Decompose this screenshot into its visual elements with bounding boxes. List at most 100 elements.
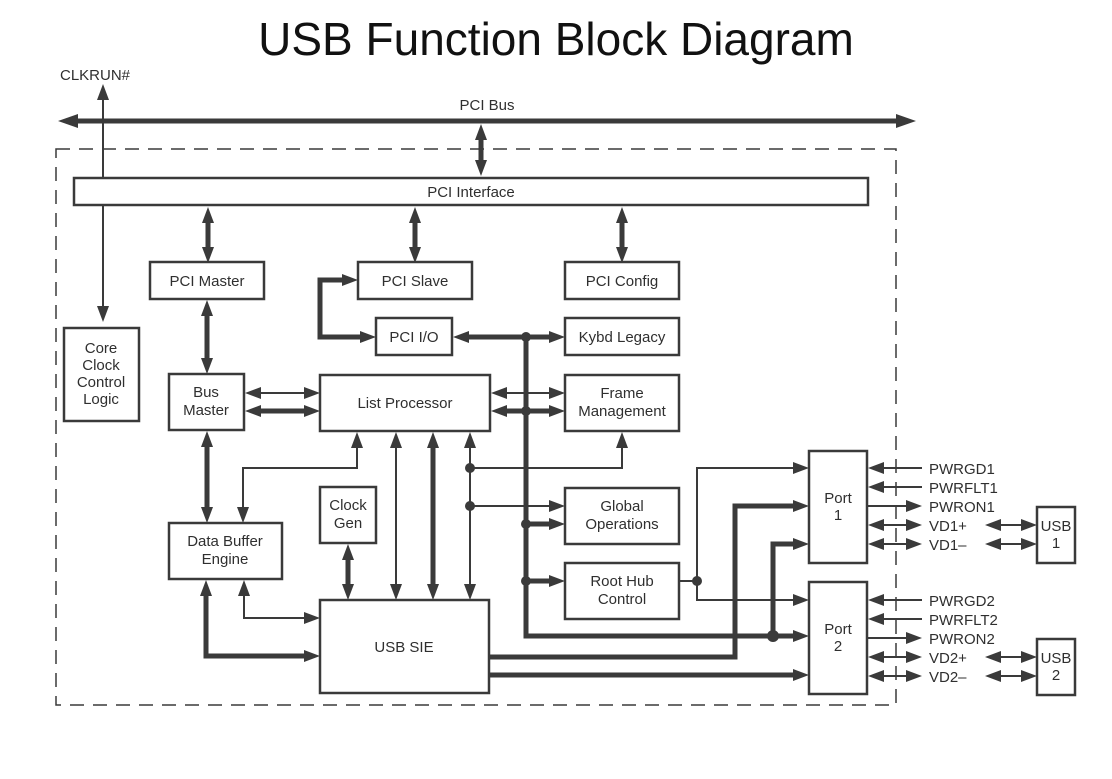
connector-line [489, 503, 795, 660]
block-data-buffer-engine[interactable]: Data Buffer Engine [167, 521, 284, 581]
block-outline [1035, 637, 1077, 697]
slave-io-link [317, 274, 376, 343]
block-pci-io[interactable]: PCI I/O [374, 316, 454, 357]
arrow-head [201, 358, 213, 374]
signal-pwrgd2: PWRGD2 [929, 593, 995, 610]
block-clock-gen[interactable]: Clock Gen [318, 485, 378, 545]
block-port-2[interactable]: Port 2 [807, 580, 869, 696]
block-pci-master[interactable]: PCI Master [148, 260, 266, 301]
arrow-head [1021, 519, 1037, 531]
bus-global-link [521, 518, 565, 530]
block-bus-master[interactable]: Bus Master [167, 372, 246, 432]
listproc-frame-link [491, 387, 565, 417]
arrow-head [342, 274, 358, 286]
block-label: PCI Slave [382, 273, 449, 290]
block-usb-2[interactable]: USB 2 [1035, 637, 1077, 697]
connector-line [243, 592, 306, 619]
arrow-head [868, 651, 884, 663]
block-outline [167, 372, 246, 432]
arrow-head [985, 670, 1001, 682]
connector-line [470, 444, 623, 469]
signal-pwrgd1: PWRGD1 [929, 461, 995, 478]
pci-bus: PCI Bus [58, 97, 916, 128]
arrow-head [549, 575, 565, 587]
block-outline [318, 598, 491, 695]
connector-line [203, 592, 306, 659]
interface-slave-link [409, 207, 421, 263]
bus-interface-link [475, 124, 487, 176]
arrow-head [868, 670, 884, 682]
block-outline [563, 486, 681, 546]
listproc-sie-link-1 [390, 432, 402, 600]
arrow-head [906, 670, 922, 682]
block-outline [72, 176, 870, 207]
arrow-head [390, 584, 402, 600]
arrow-head [868, 594, 884, 606]
block-list-processor[interactable]: List Processor [318, 373, 492, 433]
arrow-head [793, 630, 809, 642]
block-label: PCI Master [169, 273, 244, 290]
block-port-1[interactable]: Port 1 [807, 449, 869, 565]
arrow-head [1021, 538, 1037, 550]
block-label: 2 [1052, 667, 1060, 684]
block-label: Engine [202, 551, 249, 568]
block-label: Port [824, 490, 852, 507]
block-outline [148, 260, 266, 301]
block-root-hub-control[interactable]: Root Hub Control [563, 561, 681, 621]
arrow-head [549, 405, 565, 417]
arrow-head [304, 405, 320, 417]
port1-signals: PWRGD1 PWRFLT1 PWRON1 VD1+ VD1– [868, 461, 1037, 554]
block-pci-config[interactable]: PCI Config [563, 260, 681, 301]
port-routing [489, 462, 809, 681]
block-label: Core [85, 340, 118, 357]
arrow-head [390, 432, 402, 448]
block-outline [807, 449, 869, 565]
databuffer-sie-link [200, 580, 320, 662]
block-label: 1 [834, 507, 842, 524]
arrow-head [793, 538, 809, 550]
block-label: USB [1041, 650, 1072, 667]
block-pci-interface[interactable]: PCI Interface [72, 176, 870, 207]
arrow-head [793, 500, 809, 512]
clockgen-sie-link [342, 544, 354, 600]
block-pci-slave[interactable]: PCI Slave [356, 260, 474, 301]
arrow-head [1021, 670, 1037, 682]
arrow-head [200, 580, 212, 596]
block-core-clock-control-logic[interactable]: Core Clock Control Logic [62, 326, 141, 423]
arrow-head [868, 613, 884, 625]
signal-pwron2: PWRON2 [929, 631, 995, 648]
block-usb-sie[interactable]: USB SIE [318, 598, 491, 695]
block-outline [318, 373, 492, 433]
pci-bus-label: PCI Bus [459, 97, 514, 114]
arrow-head [491, 405, 507, 417]
arrow-head [238, 580, 250, 596]
block-kybd-legacy[interactable]: Kybd Legacy [563, 316, 681, 357]
interface-master-link [202, 207, 214, 263]
arrow-head [896, 114, 916, 128]
interface-config-link [616, 207, 628, 263]
arrow-head [906, 519, 922, 531]
arrow-head [1021, 651, 1037, 663]
block-outline [356, 260, 474, 301]
arrow-head [549, 500, 565, 512]
block-label: Bus [193, 384, 219, 401]
arrow-head [793, 462, 809, 474]
block-frame-management[interactable]: Frame Management [563, 373, 681, 433]
arrow-head [201, 507, 213, 523]
listproc-sie-link-3 [464, 432, 628, 600]
arrow-head [304, 650, 320, 662]
block-label: PCI Interface [427, 184, 515, 201]
block-outline [1035, 505, 1077, 565]
arrow-head [549, 331, 565, 343]
bus-roothub-link [521, 575, 565, 587]
connector-line [770, 541, 795, 636]
block-global-operations[interactable]: Global Operations [563, 486, 681, 546]
arrow-head [427, 584, 439, 600]
block-label: Root Hub [590, 573, 653, 590]
signal-pwrflt1: PWRFLT1 [929, 480, 998, 497]
block-usb-1[interactable]: USB 1 [1035, 505, 1077, 565]
arrow-head [793, 669, 809, 681]
arrow-head [351, 432, 363, 448]
block-outline [167, 521, 284, 581]
